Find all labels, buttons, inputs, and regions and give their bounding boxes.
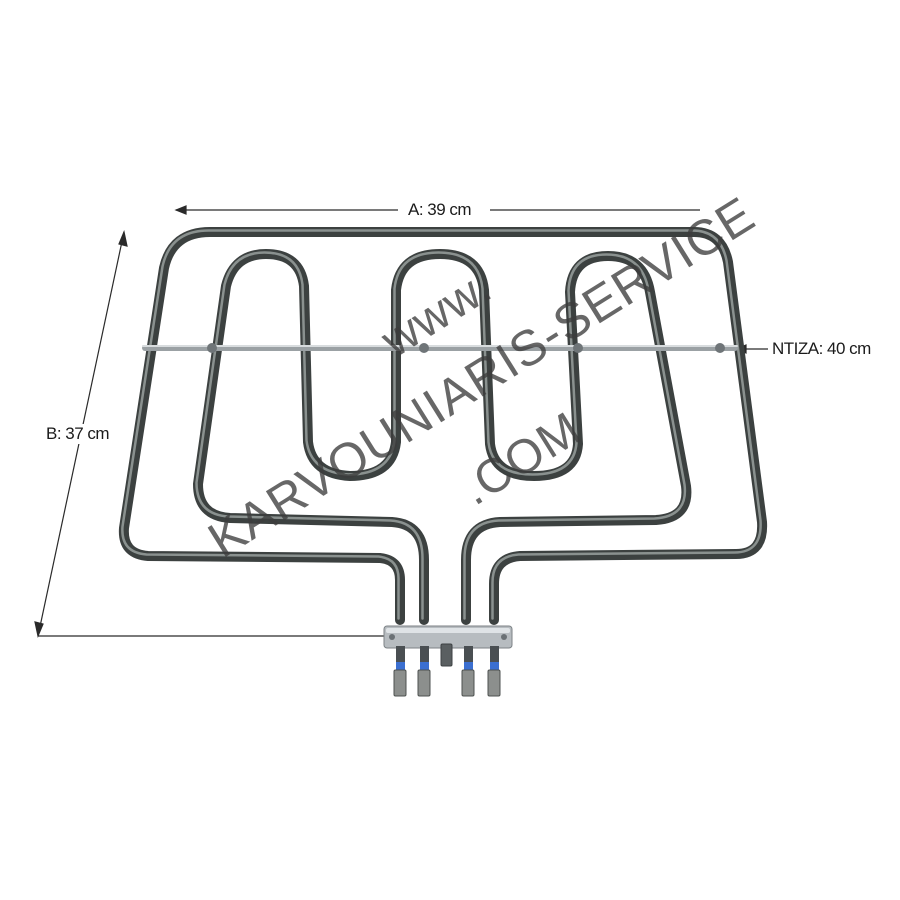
terminal-insulator — [420, 662, 429, 670]
dimension-arrow-a — [174, 205, 187, 215]
support-bar-clip — [419, 343, 429, 353]
mounting-bracket — [383, 625, 513, 649]
dimension-arrow-b-top — [118, 229, 128, 247]
dimension-label-depth: NTIZA: 40 cm — [770, 339, 873, 359]
terminal-tab — [417, 669, 431, 697]
terminal — [417, 646, 431, 697]
terminal-tab — [461, 669, 475, 697]
terminal-tab — [393, 669, 407, 697]
outer-loop-highlight — [121, 229, 762, 620]
dimension-label-width: A: 39 cm — [402, 200, 478, 220]
heating-element-tubes — [118, 227, 768, 625]
dimension-label-height: B: 37 cm — [44, 424, 112, 444]
terminal-insulator — [464, 662, 473, 670]
support-bar-clip — [207, 343, 217, 353]
terminal — [461, 646, 475, 697]
dimension-arrow-b-bottom — [34, 621, 44, 639]
ground-terminal — [440, 643, 453, 667]
inner-serpentine-highlight — [195, 251, 687, 620]
terminal — [393, 646, 407, 697]
outer-loop-tube — [118, 227, 768, 625]
terminal-tab — [440, 643, 453, 667]
terminal — [487, 646, 501, 697]
bracket-plate-shine — [386, 628, 510, 633]
support-bar — [142, 343, 738, 353]
support-bar-shine — [142, 345, 738, 347]
terminal-insulator — [396, 662, 405, 670]
terminal-insulator — [490, 662, 499, 670]
bracket-screw-hole — [501, 634, 507, 640]
support-bar-clip — [573, 343, 583, 353]
support-bar-clip — [715, 343, 725, 353]
terminal-tab — [487, 669, 501, 697]
terminals — [393, 643, 501, 697]
bracket-screw-hole — [389, 634, 395, 640]
inner-serpentine-tube — [193, 249, 692, 625]
